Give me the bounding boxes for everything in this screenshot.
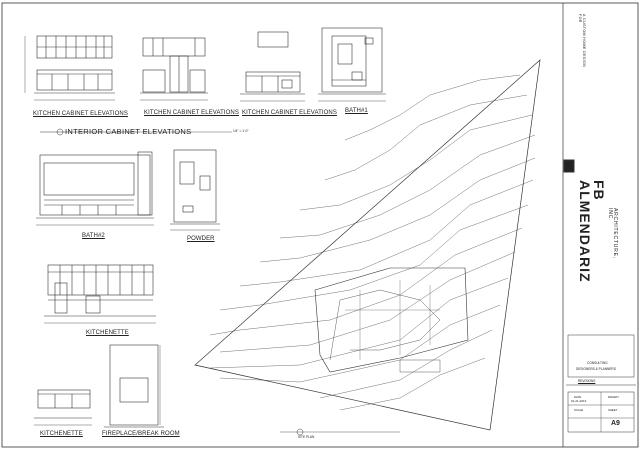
- view-title-kitchen-1: KITCHEN CABINET ELEVATIONS: [33, 111, 128, 117]
- scale-label: SCALE: [574, 408, 584, 412]
- view-title-bath-2: BATH#2: [82, 233, 105, 239]
- kitchen-elevation-3: [240, 31, 305, 102]
- project-name-vertical: A CUSTOM HOME DESIGN FOR: [578, 14, 586, 68]
- view-title-site-plan: SITE PLAN: [298, 435, 315, 439]
- scale-note: 1/4" = 1'-0": [233, 129, 249, 133]
- title-block: [562, 3, 636, 447]
- site-plan: [194, 59, 541, 436]
- view-title-fireplace: FIREPLACE/BREAK ROOM: [102, 431, 180, 437]
- building-footprint: [314, 267, 469, 373]
- firm-logo: FB ALMENDARIZ: [577, 180, 607, 283]
- drawn-label: DRAWN: [608, 395, 619, 399]
- kitchen-elevation-1: [24, 35, 115, 101]
- view-title-kitchenette-1: KITCHENETTE: [86, 330, 129, 336]
- view-title-kitchen-2: KITCHEN CABINET ELEVATIONS: [144, 110, 239, 116]
- view-title-bath-1: BATH#1: [345, 108, 368, 114]
- date-label: DATE: [574, 395, 582, 399]
- bath-1-elevation: [318, 27, 386, 102]
- kitchenette-1-elevation: [44, 264, 156, 324]
- sheet-number: A9: [611, 420, 620, 427]
- section-title-interior-cabinet: INTERIOR CABINET ELEVATIONS: [65, 127, 192, 136]
- sheet-label: SHEET: [608, 408, 618, 412]
- view-title-powder: POWDER: [187, 236, 215, 242]
- bath-2-elevation: [36, 151, 154, 226]
- powder-elevation: [170, 149, 220, 231]
- firm-services: DESIGNERS & PLANNERS: [576, 367, 616, 371]
- firm-subtitle: ARCHITECTURE, INC.: [607, 208, 618, 259]
- kitchenette-2-elevation: [34, 389, 92, 426]
- date-value: 01-21-2013: [571, 399, 587, 403]
- kitchen-elevation-2: [140, 37, 208, 101]
- fireplace-elevation: [104, 344, 164, 428]
- view-title-kitchen-3: KITCHEN CABINET ELEVATIONS: [242, 110, 337, 116]
- firm-consulting: CONSULTING: [587, 361, 608, 365]
- view-title-kitchenette-2: KITCHENETTE: [40, 431, 83, 437]
- revisions-label: REVISIONS: [578, 379, 596, 383]
